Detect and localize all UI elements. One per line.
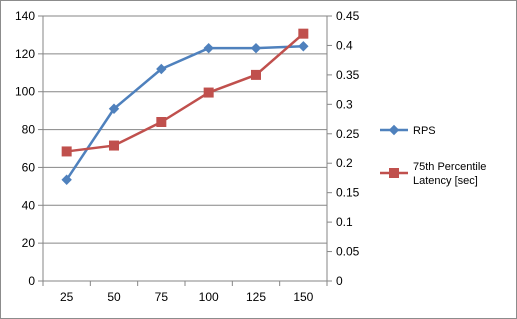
data-point: [388, 124, 400, 136]
data-point: [389, 168, 399, 178]
left-tick-label: 140: [15, 9, 35, 23]
right-tick-label: 0.4: [336, 38, 353, 52]
left-axis-ticks: 0 20 40 60 80 100 120 140: [15, 9, 43, 288]
series-layer: [61, 28, 309, 185]
right-tick-label: 0.2: [336, 156, 353, 170]
left-tick-label: 60: [22, 160, 36, 174]
series-line: [66, 32, 305, 153]
right-tick-label: 0.05: [336, 245, 360, 259]
left-tick-label: 20: [22, 236, 36, 250]
data-point: [61, 146, 72, 157]
right-tick-label: 0.3: [336, 97, 353, 111]
data-point: [298, 41, 309, 52]
right-tick-label: 0.45: [336, 9, 360, 23]
series-rps: [61, 41, 309, 185]
right-tick-label: 0: [336, 274, 343, 288]
data-point: [203, 42, 214, 54]
left-tick-label: 100: [15, 85, 35, 99]
legend-label: 75th Percentile: [413, 161, 486, 173]
data-point: [109, 140, 119, 151]
left-tick-label: 0: [28, 274, 35, 288]
legend-label: Latency [sec]: [413, 175, 478, 187]
right-tick-label: 0.25: [336, 127, 360, 141]
series-75th-percentile-latency-sec: [61, 28, 309, 157]
data-point: [156, 63, 167, 75]
x-tick-label: 125: [246, 290, 266, 304]
x-tick-label: 100: [199, 290, 219, 304]
left-tick-label: 120: [15, 47, 35, 61]
right-tick-label: 0.15: [336, 186, 360, 200]
data-point: [203, 87, 214, 98]
right-axis-ticks: 0 0.05 0.1 0.15 0.2 0.25 0.3 0.35 0.4 0.45: [327, 9, 360, 288]
left-tick-label: 40: [22, 198, 36, 212]
data-point: [298, 28, 309, 39]
x-axis-ticks: 25 50 75 100 125 150: [42, 281, 328, 304]
x-tick-label: 150: [293, 290, 313, 304]
legend-entry: RPS: [380, 124, 436, 137]
left-tick-label: 80: [22, 123, 36, 137]
data-point: [108, 103, 120, 114]
x-tick-label: 25: [60, 290, 74, 304]
right-tick-label: 0.1: [336, 215, 353, 229]
x-tick-label: 50: [107, 290, 121, 304]
data-point: [156, 117, 167, 127]
data-point: [61, 174, 72, 185]
right-tick-label: 0.35: [336, 68, 360, 82]
legend-label: RPS: [413, 125, 436, 137]
data-point: [250, 42, 262, 54]
x-tick-label: 75: [155, 290, 169, 304]
data-point: [251, 69, 261, 80]
series-line: [65, 45, 304, 181]
